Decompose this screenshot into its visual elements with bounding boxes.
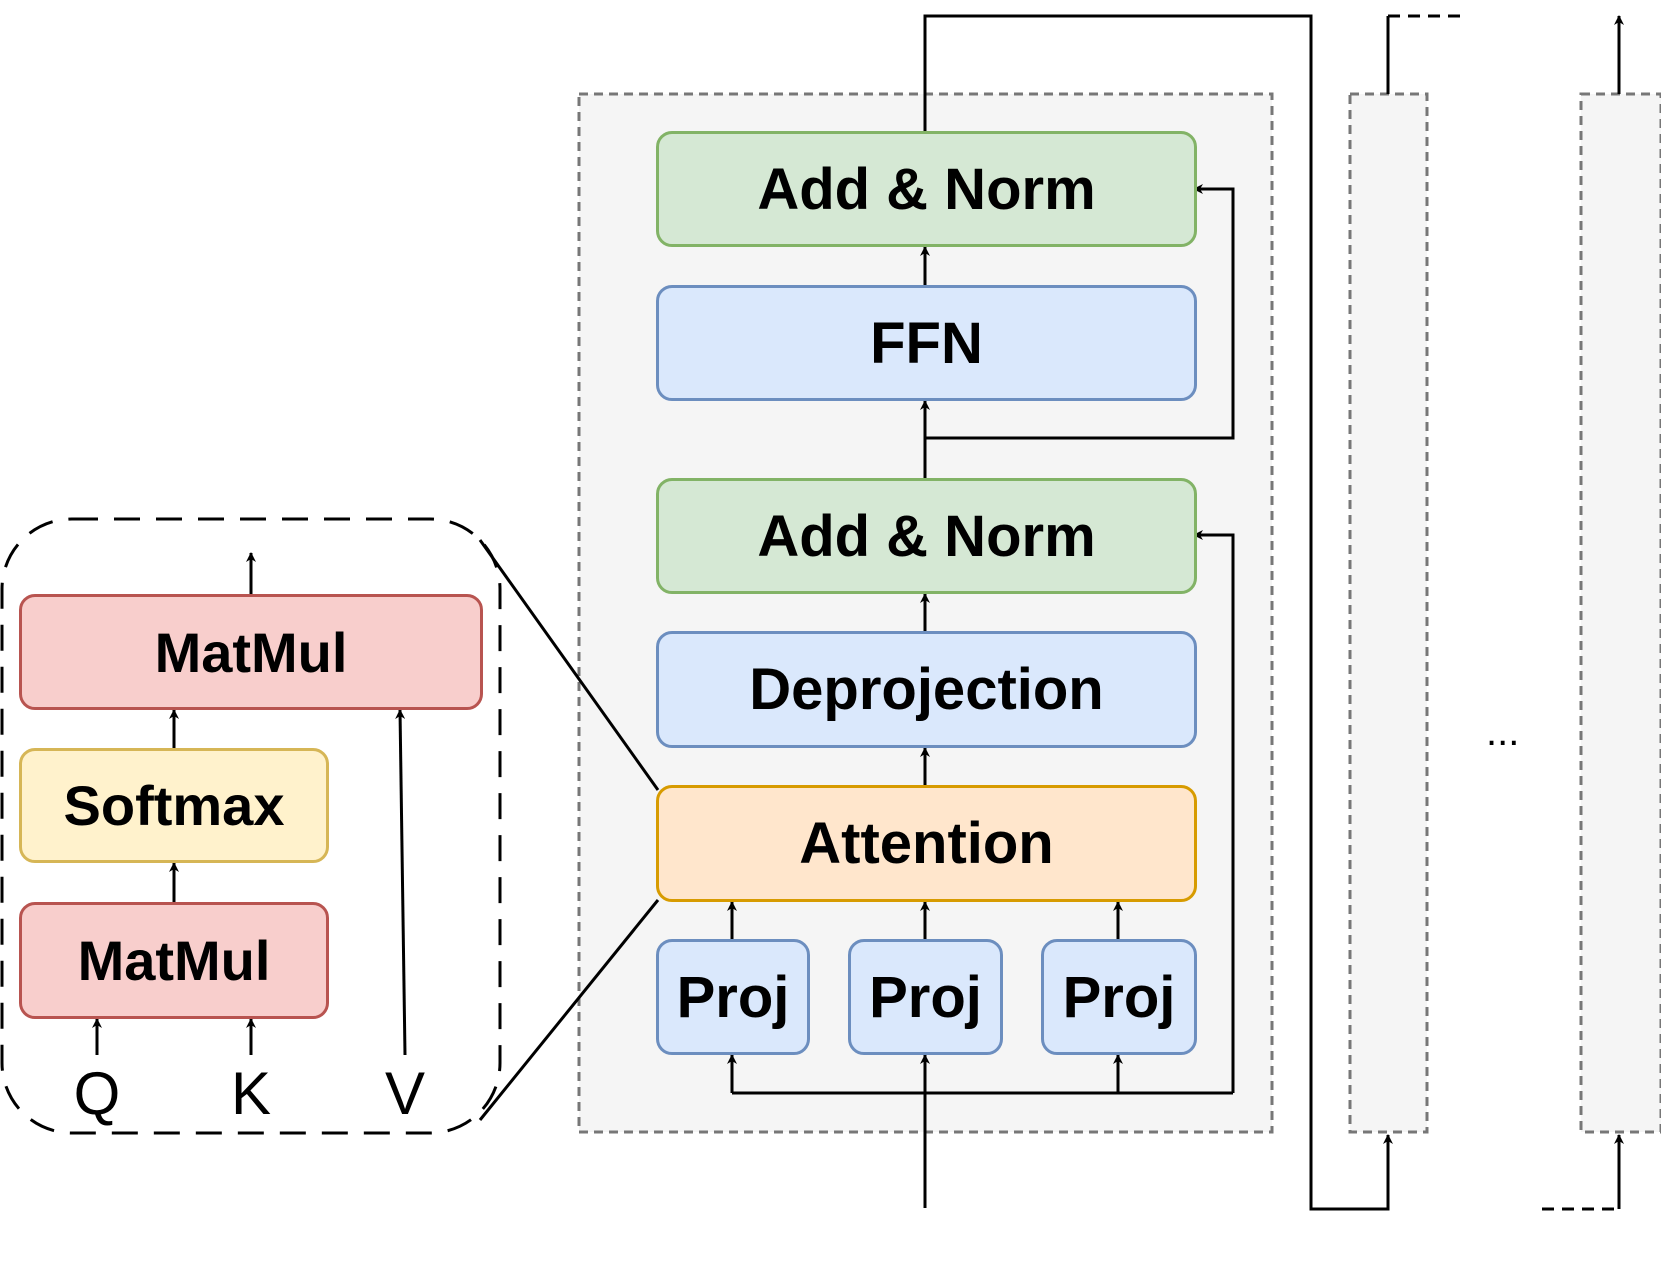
stacked-block-n	[1579, 92, 1661, 1134]
attention-block: Attention	[656, 785, 1197, 902]
proj-block-left: Proj	[656, 939, 810, 1055]
residual-attention	[1193, 530, 1235, 1093]
residual-ffn	[925, 184, 1235, 440]
matmul-top-block: MatMul	[19, 594, 483, 710]
input-v-label: V	[384, 1060, 426, 1127]
stack-ellipsis: ...	[1486, 710, 1520, 754]
proj-block-mid: Proj	[848, 939, 1003, 1055]
output-to-next-block	[923, 14, 1393, 1211]
attention-detail-container	[0, 517, 502, 1135]
add-norm-bottom-block: Add & Norm	[656, 478, 1197, 594]
input-k-label: K	[230, 1060, 272, 1127]
stacked-block-2	[1348, 92, 1429, 1134]
deprojection-block: Deprojection	[656, 631, 1197, 748]
proj-block-right: Proj	[1041, 939, 1197, 1055]
arrow-v-to-matmul	[395, 709, 407, 1056]
zoom-line-bottom	[478, 899, 660, 1121]
matmul-bottom-block: MatMul	[19, 902, 329, 1019]
ffn-block: FFN	[656, 285, 1197, 401]
zoom-line-top	[478, 539, 660, 791]
add-norm-top-block: Add & Norm	[656, 131, 1197, 247]
input-q-label: Q	[73, 1060, 121, 1127]
softmax-block: Softmax	[19, 748, 329, 863]
